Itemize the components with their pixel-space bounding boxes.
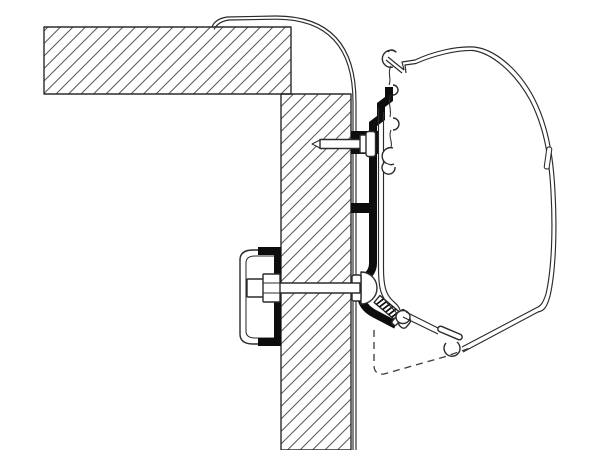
rail-clip-middle xyxy=(392,117,400,131)
rail-claw-lower xyxy=(381,162,396,175)
bolt-shaft xyxy=(278,282,361,294)
rail-left-outer-line xyxy=(377,108,399,319)
roof-panel xyxy=(43,26,292,95)
bolt-spacer-dome xyxy=(360,271,378,305)
top-screw-shaft xyxy=(319,138,364,150)
bolt-hex-nut xyxy=(262,273,281,303)
top-screw xyxy=(311,130,377,158)
roof-panel-section xyxy=(43,26,292,95)
bottom-bracket xyxy=(402,311,463,357)
backing-plate-inner-contour xyxy=(245,255,278,339)
hidden-outline xyxy=(373,330,471,375)
case-connector-lines xyxy=(385,56,405,74)
rail-edge-squiggles xyxy=(388,65,392,148)
cap-skin-inner-line xyxy=(213,18,354,450)
cap-skin-outer-line xyxy=(211,15,357,450)
rail-hook-large xyxy=(381,146,395,166)
clamp-bracket-shape xyxy=(258,247,281,346)
bracket-t-bar xyxy=(437,325,463,341)
bolt-head xyxy=(246,278,265,298)
rail-clip-upper xyxy=(392,84,399,96)
cap-skin xyxy=(211,15,357,450)
clamp-bracket xyxy=(258,247,281,346)
case-outline-outer xyxy=(401,46,557,353)
tension-screw-threads xyxy=(375,298,400,318)
awning-case xyxy=(385,46,557,353)
top-screw-head xyxy=(365,130,377,158)
through-bolt xyxy=(246,271,378,305)
awning-rail xyxy=(377,49,411,325)
adapter-wall-foot xyxy=(351,203,377,213)
rail-left-inner-line xyxy=(382,112,401,311)
case-side-tab xyxy=(543,146,553,170)
bolt-hex-nut-facets xyxy=(263,282,280,294)
case-outline-inner xyxy=(404,49,553,348)
bracket-strut-lines xyxy=(402,311,441,335)
hidden-contour-path xyxy=(373,330,471,375)
